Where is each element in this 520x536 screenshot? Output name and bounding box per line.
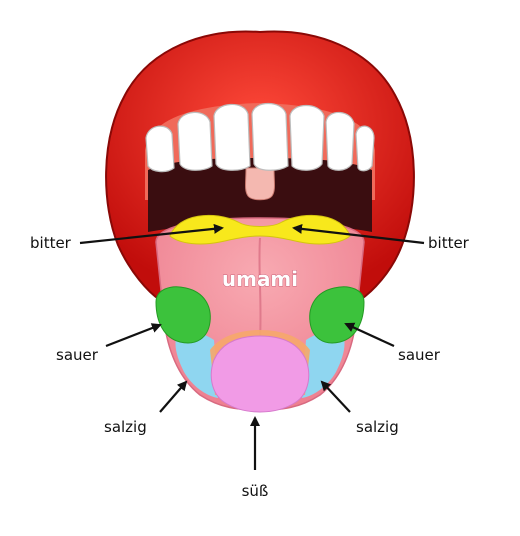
- bitter-zone: [169, 214, 351, 245]
- label-bitter-right: bitter: [428, 234, 470, 252]
- uvula: [245, 167, 275, 201]
- arrow-sour-right: [344, 322, 395, 347]
- arrow-sour-left: [105, 323, 162, 348]
- arrow-bitter-left: [79, 223, 224, 245]
- label-bitter-left: bitter: [30, 234, 72, 252]
- label-sweet: süß: [242, 482, 269, 500]
- upper-teeth: [145, 102, 375, 173]
- arrow-salty-left: [159, 380, 188, 413]
- label-sour-left: sauer: [56, 346, 99, 364]
- tongue-groove: [258, 237, 262, 341]
- label-sour-right: sauer: [398, 346, 441, 364]
- label-salty-right: salzig: [356, 418, 399, 436]
- arrow-salty-right: [320, 380, 351, 413]
- umami-label: umami: [222, 267, 298, 291]
- sweet-zone: [210, 335, 310, 413]
- salty-zone-left: [175, 331, 218, 398]
- label-salty-left: salzig: [104, 418, 147, 436]
- sour-zone-left: [155, 286, 211, 344]
- arrow-bitter-right: [292, 223, 425, 245]
- salty-zone-right: [302, 331, 345, 398]
